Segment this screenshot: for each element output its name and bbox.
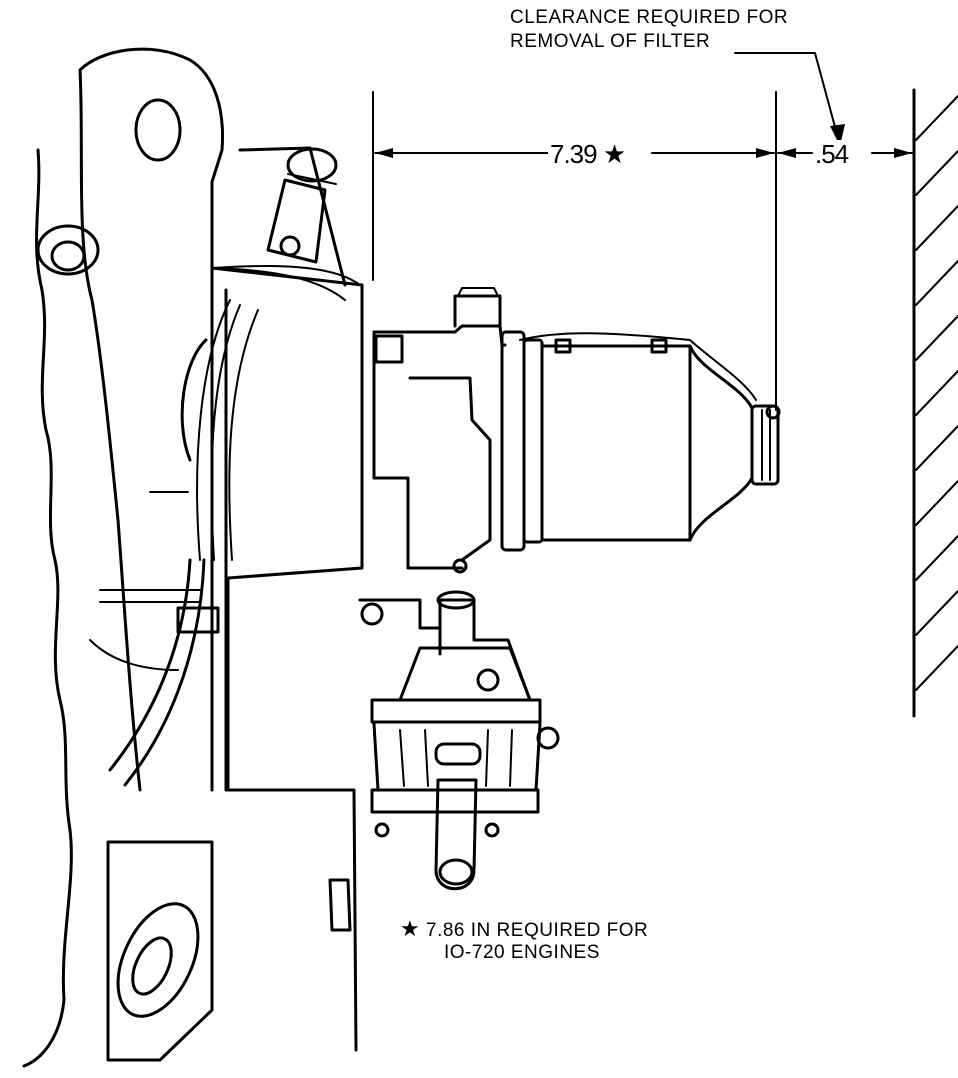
oil-filter-assembly [372, 287, 781, 574]
boss-hole [134, 98, 182, 162]
arrowhead [375, 148, 393, 158]
arrowhead [778, 148, 796, 158]
fuel-outlet-fitting [434, 778, 478, 891]
arrowhead [894, 148, 912, 158]
star-icon: ★ [602, 139, 626, 169]
wall-obstruction [912, 88, 958, 718]
callout-line-1: CLEARANCE REQUIRED FOR [510, 7, 789, 28]
footnote-line-1: 7.86 IN REQUIRED FOR [426, 920, 649, 941]
footnote: ★ 7.86 IN REQUIRED FOR IO-720 ENGINES [400, 918, 648, 964]
filter-flange [500, 330, 526, 552]
fuel-pump-assembly [358, 590, 560, 891]
callout-leader [734, 52, 839, 139]
tube-clamp [176, 606, 220, 634]
dimension-lines [372, 52, 913, 411]
filter-hex [750, 404, 780, 486]
boss-hole [116, 902, 200, 1018]
elbow-fitting [266, 147, 338, 264]
arrowhead [756, 148, 774, 158]
footnote-line-2: IO-720 ENGINES [444, 942, 600, 963]
filter-length-value: 7.39 [550, 139, 598, 169]
filter-canister [540, 344, 754, 542]
filter-length-dimension: 7.39 ★ [548, 139, 628, 169]
boss-hole [36, 224, 100, 276]
hex-nut [453, 294, 502, 328]
callout-line-2: REMOVAL OF FILTER [510, 31, 711, 52]
engine-crankcase [22, 47, 364, 1068]
clearance-callout: CLEARANCE REQUIRED FOR REMOVAL OF FILTER [510, 6, 788, 54]
star-icon: ★ [400, 916, 421, 941]
clearance-dimension: .54 [813, 139, 851, 169]
